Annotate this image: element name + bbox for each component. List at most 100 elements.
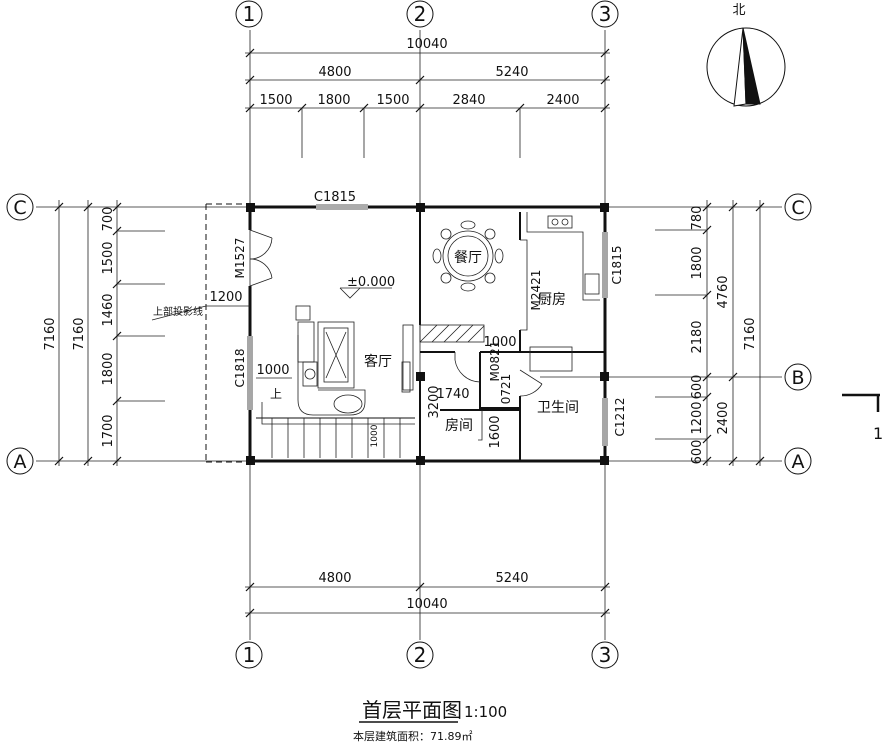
door-bedroom [478, 410, 483, 441]
axis-lines [36, 30, 782, 640]
svg-text:3: 3 [599, 2, 612, 26]
kitchen-counter [526, 212, 600, 372]
dining-table [432, 220, 504, 292]
section-number: 1 [873, 424, 883, 443]
dim-3200: 3200 [427, 385, 442, 418]
svg-text:3: 3 [599, 643, 612, 667]
dim-1000-corridor: 1000 [483, 335, 516, 350]
dim-right-4760: 4760 [716, 275, 731, 308]
room-dining: 餐厅 [454, 250, 482, 266]
dim-right-2180: 2180 [690, 320, 705, 353]
dim-right-outer: 7160 [743, 317, 758, 350]
door-bath [519, 369, 543, 397]
dim-left-inner: 7160 [72, 317, 87, 350]
bottom-dimension-lines [245, 582, 610, 618]
dim-left-1500: 1500 [101, 241, 116, 274]
section-marker [842, 393, 880, 412]
left-dimension-lines [54, 200, 165, 466]
axis-bubble-row-c-left: C [6, 193, 34, 221]
cabinet-hatch [402, 324, 485, 391]
dim-right-600b: 600 [690, 440, 705, 465]
svg-text:A: A [14, 451, 27, 473]
dim-bottom-total: 10040 [406, 597, 447, 612]
window-c1815-right [602, 232, 608, 298]
door-label-m0821: M0821 [488, 341, 502, 382]
axis-bubble-col-2-bottom: 2 [406, 641, 434, 669]
door-label-m1527: M1527 [233, 238, 247, 279]
svg-text:1: 1 [243, 2, 256, 26]
room-kitchen: 厨房 [538, 292, 566, 308]
window-label-c1815-right: C1815 [610, 246, 624, 285]
right-dimension-lines [655, 200, 765, 466]
axis-bubble-row-c-right: C [784, 193, 812, 221]
svg-text:2: 2 [414, 2, 427, 26]
svg-text:A: A [792, 451, 805, 473]
drawing-title: 首层平面图 [362, 698, 462, 722]
drawing-scale: 1:100 [464, 703, 507, 721]
axis-bubble-col-3-top: 3 [591, 0, 619, 28]
window-c1818 [247, 336, 253, 410]
dim-right-780: 780 [690, 206, 705, 231]
axis-bubble-row-b-right: B [784, 363, 812, 391]
stairs [261, 402, 415, 458]
exterior-walls [247, 204, 608, 463]
dim-1000-living: 1000 [256, 363, 289, 378]
north-label: 北 [732, 3, 745, 18]
door-m1527 [249, 229, 273, 287]
dim-top-2400: 2400 [546, 93, 579, 108]
dim-right-1800: 1800 [690, 246, 705, 279]
elevation-marker [339, 287, 392, 299]
dim-top-2840: 2840 [452, 93, 485, 108]
svg-text:B: B [791, 367, 804, 389]
door-m0821-corridor [454, 352, 481, 383]
north-arrow [706, 27, 786, 107]
svg-text:C: C [791, 197, 804, 219]
axis-bubble-row-a-left: A [6, 447, 34, 475]
projection-line-label: 上部投影线 [153, 305, 203, 318]
dim-left-outer: 7160 [43, 317, 58, 350]
dim-top-5240: 5240 [495, 65, 528, 80]
upper-projection-outline [151, 203, 250, 463]
dim-left-700: 700 [101, 207, 116, 232]
window-label-c1818: C1818 [233, 349, 247, 388]
svg-text:1: 1 [243, 643, 256, 667]
dim-top-1500a: 1500 [259, 93, 292, 108]
dim-1600: 1600 [488, 415, 503, 448]
door-label-m2421: M2421 [529, 270, 543, 311]
dim-1200-entrance: 1200 [209, 290, 242, 305]
elevation-label: ±0.000 [347, 275, 395, 290]
axis-bubble-col-2-top: 2 [406, 0, 434, 28]
dim-top-total: 10040 [406, 37, 447, 52]
top-dimension-lines [245, 48, 610, 158]
room-bath: 卫生间 [537, 400, 579, 416]
room-bedroom: 房间 [445, 418, 473, 434]
window-label-c1212: C1212 [613, 398, 627, 437]
dim-bottom-5240: 5240 [495, 571, 528, 586]
dim-1000-stair: 1000 [370, 424, 380, 447]
dim-left-1800: 1800 [101, 352, 116, 385]
dim-top-1800: 1800 [317, 93, 350, 108]
dim-top-4800: 4800 [318, 65, 351, 80]
axis-bubble-col-3-bottom: 3 [591, 641, 619, 669]
window-c1815-top [316, 204, 368, 210]
dim-1740: 1740 [436, 387, 469, 402]
svg-text:2: 2 [414, 643, 427, 667]
dim-left-1700: 1700 [101, 414, 116, 447]
axis-bubble-row-a-right: A [784, 447, 812, 475]
stair-up-label: 上 [270, 387, 282, 401]
dim-top-1500b: 1500 [376, 93, 409, 108]
door-m2421 [520, 239, 528, 331]
svg-text:C: C [13, 197, 26, 219]
interior-walls [256, 207, 605, 461]
tv-cabinet [401, 361, 411, 393]
axis-bubble-col-1-bottom: 1 [235, 641, 263, 669]
dim-bottom-4800: 4800 [318, 571, 351, 586]
room-living: 客厅 [364, 353, 392, 370]
door-label-0721: 0721 [499, 374, 513, 405]
window-c1212 [602, 398, 608, 446]
dim-right-600a: 600 [690, 375, 705, 400]
dim-right-2400: 2400 [716, 401, 731, 434]
window-label-c1815-top: C1815 [314, 190, 356, 205]
dim-left-1460: 1460 [101, 293, 116, 326]
